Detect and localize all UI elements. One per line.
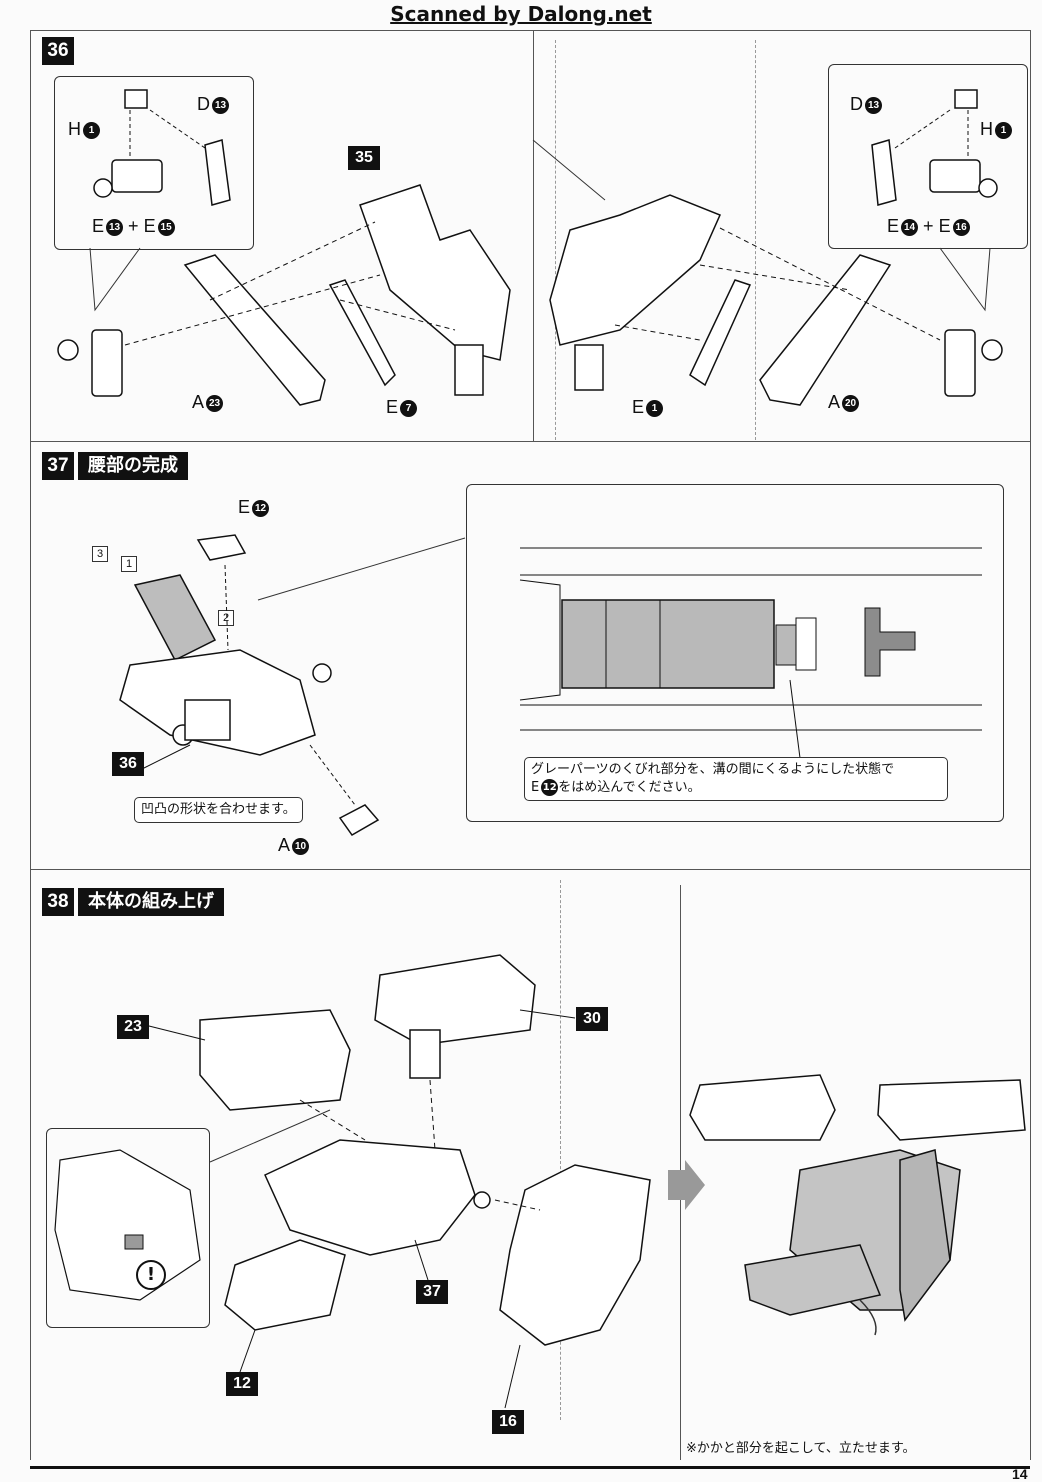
frame-top bbox=[30, 30, 1030, 31]
step-37-detail-drawing bbox=[519, 547, 982, 759]
footnote-stand: ※かかと部分を起こして、立たせます。 bbox=[686, 1441, 916, 1456]
step-38-sub-23: 23 bbox=[117, 1015, 149, 1039]
step-38-zoom-drawing bbox=[54, 1149, 201, 1301]
frame-left bbox=[30, 30, 31, 1460]
step-36-right-inset bbox=[828, 64, 1028, 249]
step-38-number: 38 bbox=[42, 888, 74, 916]
bleed-line bbox=[555, 40, 556, 440]
order-mark-3: 3 bbox=[92, 546, 108, 562]
exclamation-icon: ! bbox=[136, 1260, 166, 1290]
step-36-left-drawing bbox=[57, 89, 511, 406]
step-38-title: 本体の組み上げ bbox=[78, 888, 224, 916]
frame-right bbox=[1030, 30, 1031, 1460]
step-36-sub-35: 35 bbox=[348, 146, 380, 170]
step-38-sub-37: 37 bbox=[416, 1280, 448, 1304]
divider-36-center bbox=[533, 30, 534, 441]
step-37-title: 腰部の完成 bbox=[78, 452, 188, 480]
step-38-zoom-inset bbox=[46, 1128, 210, 1328]
step-37-number: 37 bbox=[42, 452, 74, 480]
bleed-line bbox=[755, 40, 756, 440]
step-36-right-drawing bbox=[549, 89, 1003, 406]
order-mark-1: 1 bbox=[121, 556, 137, 572]
divider-37-38 bbox=[30, 869, 1030, 870]
step-37-drawing bbox=[119, 534, 466, 836]
step-38-sub-16: 16 bbox=[492, 1410, 524, 1434]
order-mark-2: 2 bbox=[218, 610, 234, 626]
step-37-detail-box bbox=[466, 484, 1004, 822]
page-number: 14 bbox=[1012, 1466, 1028, 1482]
divider-36-37 bbox=[30, 441, 1030, 442]
step-36-number: 36 bbox=[42, 37, 74, 65]
step-36-connectors bbox=[89, 139, 991, 312]
bleed-line bbox=[560, 880, 561, 1420]
bottom-rule bbox=[30, 1466, 1030, 1469]
note-shape-match: 凹凸の形状を合わせます。 bbox=[134, 797, 303, 823]
step-37-sub-36: 36 bbox=[112, 752, 144, 776]
step-36-left-inset bbox=[54, 76, 254, 250]
scan-credit: Scanned by Dalong.net bbox=[390, 2, 652, 26]
step-38-sub-12: 12 bbox=[226, 1372, 258, 1396]
step-38-sub-30: 30 bbox=[576, 1007, 608, 1031]
